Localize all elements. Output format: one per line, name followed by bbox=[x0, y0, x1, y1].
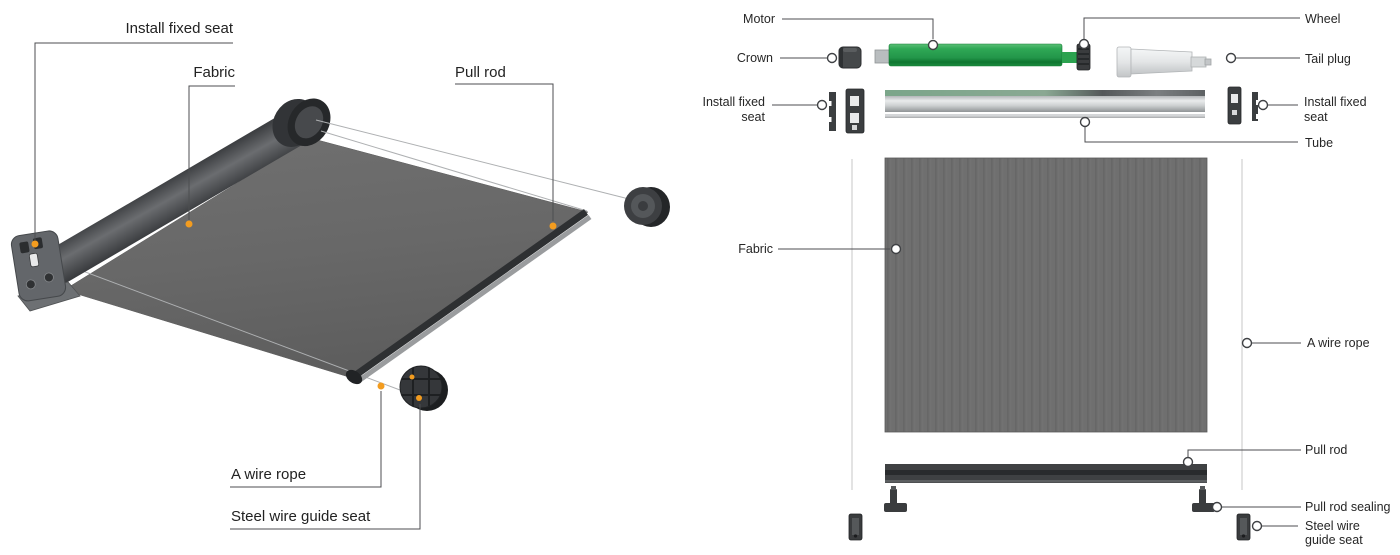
wire-rope-upper bbox=[315, 119, 630, 200]
label-a-wire-rope: A wire rope bbox=[231, 466, 306, 483]
marker-a-wire-rope bbox=[377, 382, 385, 390]
wire-rope-upper-2 bbox=[320, 130, 588, 212]
marker-wheel bbox=[1078, 38, 1090, 50]
marker-a-wire-rope bbox=[1241, 337, 1253, 349]
install-fixed-seat-left-parts bbox=[828, 88, 865, 134]
leader-motor bbox=[782, 18, 934, 39]
label-tube: Tube bbox=[1305, 136, 1333, 150]
leader-install-fixed-seat bbox=[34, 42, 233, 240]
marker-pull-rod-sealing bbox=[1211, 501, 1223, 513]
pull-rod-bar bbox=[350, 209, 589, 380]
leader-fabric bbox=[188, 85, 235, 220]
tube-part bbox=[885, 90, 1205, 118]
label-a-wire-rope: A wire rope bbox=[1307, 336, 1370, 350]
marker-fabric bbox=[890, 243, 902, 255]
label-install-fixed-right-l2: seat bbox=[1304, 110, 1328, 124]
label-steel-wire-guide-seat-l1: Steel wire bbox=[1305, 519, 1360, 533]
label-pull-rod-sealing: Pull rod sealing bbox=[1305, 500, 1391, 514]
label-wheel: Wheel bbox=[1305, 12, 1340, 26]
marker-install-fixed-seat bbox=[31, 240, 39, 248]
pull-rod-sealing-right-part bbox=[1192, 486, 1215, 512]
pull-rod-sealing-left-part bbox=[884, 486, 907, 512]
leader-pull-rod bbox=[1187, 449, 1301, 457]
guide-seat-screw-1 bbox=[409, 374, 415, 380]
steel-wire-guide-seat-left-part bbox=[848, 513, 863, 541]
install-fixed-seat-right-parts bbox=[1227, 86, 1260, 125]
leader-wheel bbox=[1083, 17, 1300, 39]
marker-tail-plug bbox=[1225, 52, 1237, 64]
marker-fabric bbox=[185, 220, 193, 228]
label-tail-plug: Tail plug bbox=[1305, 52, 1351, 66]
pull-rod-end-cap bbox=[345, 369, 363, 385]
label-motor: Motor bbox=[743, 12, 775, 26]
pull-rod-edge-light bbox=[355, 214, 592, 385]
leader-steel-wire-guide-seat bbox=[230, 404, 421, 530]
circle-markers bbox=[816, 38, 1269, 532]
pull-rod-wheel-cap bbox=[624, 187, 670, 227]
motor-part bbox=[874, 43, 1078, 67]
leader-tube bbox=[1084, 127, 1298, 143]
label-pull-rod: Pull rod bbox=[455, 64, 506, 81]
marker-steel-wire-guide-seat bbox=[1251, 520, 1263, 532]
fabric-sheet bbox=[63, 137, 589, 379]
fabric-panel bbox=[884, 157, 1208, 433]
assembled-view-figure: Install fixed seat Fabric Pull rod A wir… bbox=[10, 20, 670, 530]
roller-tube bbox=[36, 108, 315, 287]
marker-motor bbox=[927, 39, 939, 51]
leader-pull-rod bbox=[455, 83, 554, 221]
steel-wire-guide-seat-right-part bbox=[1236, 513, 1251, 541]
tail-plug-part bbox=[1116, 46, 1212, 78]
label-install-fixed-left-l1: Install fixed bbox=[702, 95, 765, 109]
marker-install-fixed-left bbox=[816, 99, 828, 111]
marker-pull-rod bbox=[1182, 456, 1194, 468]
label-crown: Crown bbox=[737, 51, 773, 65]
pull-rod-part bbox=[885, 464, 1207, 483]
label-steel-wire-guide-seat: Steel wire guide seat bbox=[231, 508, 371, 525]
crown-part bbox=[838, 46, 862, 69]
label-steel-wire-guide-seat-l2: guide seat bbox=[1305, 533, 1363, 547]
label-fabric: Fabric bbox=[193, 64, 235, 81]
orange-markers bbox=[31, 220, 557, 401]
leader-a-wire-rope bbox=[230, 391, 382, 488]
roller-end-cap bbox=[272, 98, 331, 147]
wire-rope-lower bbox=[47, 257, 401, 391]
exploded-view-figure: Motor Crown Install fixed seat Fabric Wh… bbox=[702, 12, 1391, 547]
label-install-fixed-seat: Install fixed seat bbox=[125, 20, 233, 37]
label-install-fixed-right-l1: Install fixed bbox=[1304, 95, 1367, 109]
label-fabric: Fabric bbox=[738, 242, 773, 256]
guide-seat-screw-2 bbox=[416, 395, 422, 401]
marker-pull-rod bbox=[549, 222, 557, 230]
marker-install-fixed-right bbox=[1257, 99, 1269, 111]
label-install-fixed-left-l2: seat bbox=[741, 110, 765, 124]
marker-tube bbox=[1079, 116, 1091, 128]
marker-crown bbox=[826, 52, 838, 64]
steel-wire-guide-seat-disc bbox=[399, 365, 448, 411]
label-pull-rod: Pull rod bbox=[1305, 443, 1347, 457]
install-fixed-seat-bracket bbox=[10, 230, 81, 312]
